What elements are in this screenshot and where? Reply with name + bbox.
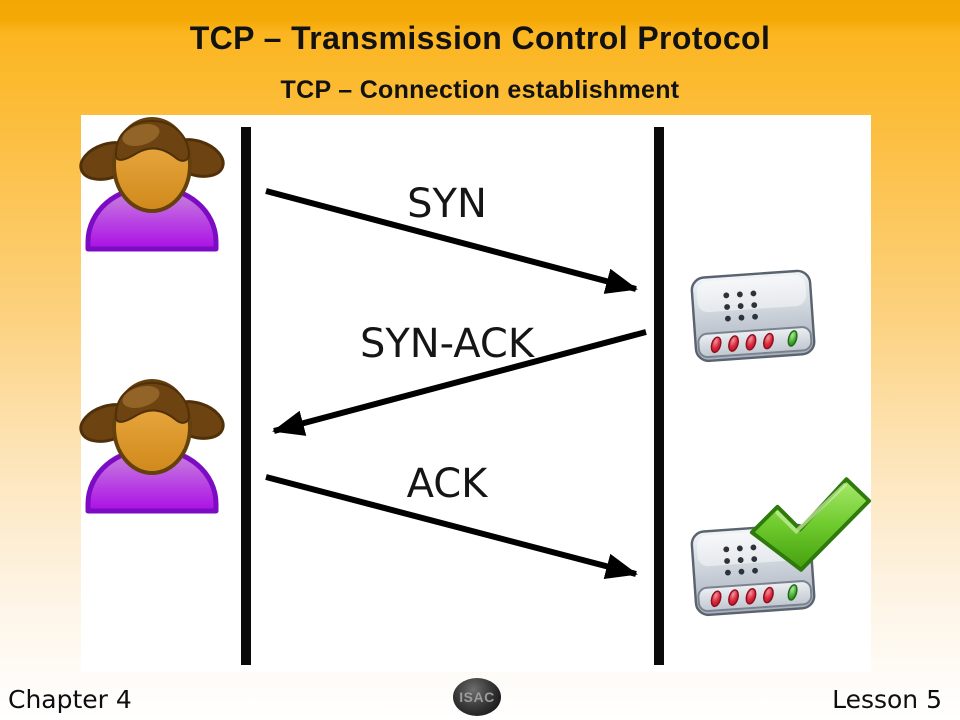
girl-user-icon xyxy=(79,117,225,252)
page-title: TCP – Transmission Control Protocol xyxy=(189,20,771,56)
vent-dots xyxy=(723,544,758,576)
vent-dots xyxy=(723,290,758,322)
green-checkmark-icon xyxy=(749,477,872,572)
isac-logo-text: ISAC xyxy=(459,689,495,705)
page-subtitle: TCP – Connection establishment xyxy=(280,76,680,104)
led-lights xyxy=(710,330,798,354)
network-device-icon xyxy=(690,269,816,363)
server-timeline xyxy=(654,127,664,665)
lesson-label: Lesson 5 xyxy=(832,685,942,714)
chapter-label: Chapter 4 xyxy=(8,685,132,714)
ack-label: ACK xyxy=(406,461,488,507)
girl-user-icon xyxy=(79,379,225,514)
syn-label: SYN xyxy=(407,181,487,227)
isac-logo: ISAC xyxy=(453,678,501,716)
led-lights xyxy=(710,584,798,608)
syn-ack-label: SYN-ACK xyxy=(359,321,535,367)
client-timeline xyxy=(241,127,251,665)
